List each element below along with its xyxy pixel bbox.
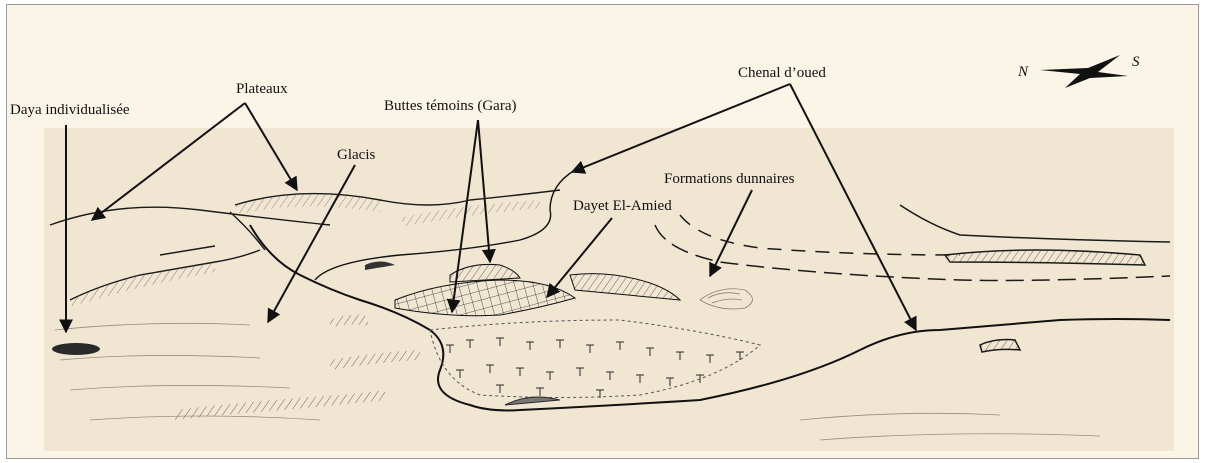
- label-chenal: Chenal d’oued: [738, 65, 826, 81]
- compass-icon: N S: [1017, 54, 1140, 88]
- label-plateaux: Plateaux: [236, 81, 288, 97]
- label-dayet: Dayet El-Amied: [573, 198, 672, 214]
- daya-depression: [52, 343, 100, 355]
- label-daya: Daya individualisée: [10, 102, 130, 118]
- label-buttes: Buttes témoins (Gara): [384, 98, 516, 114]
- label-formations: Formations dunnaires: [664, 171, 795, 187]
- compass-north: N: [1017, 64, 1029, 80]
- compass-south: S: [1132, 54, 1140, 70]
- label-glacis: Glacis: [337, 147, 375, 163]
